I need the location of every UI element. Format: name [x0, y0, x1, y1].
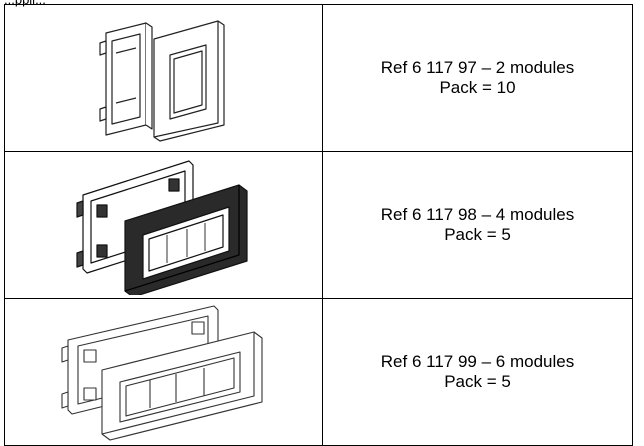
- product-info-cell: Ref 6 117 98 – 4 modules Pack = 5: [322, 151, 633, 299]
- table-row: Ref 6 117 99 – 6 modules Pack = 5: [4, 298, 633, 446]
- product-ref: Ref 6 117 97 – 2 modules: [380, 58, 575, 77]
- product-pack: Pack = 10: [439, 78, 516, 97]
- product-table: Ref 6 117 97 – 2 modules Pack = 10: [4, 4, 633, 446]
- page-caption: ...ppli...: [4, 0, 46, 8]
- product-image-cell: [4, 4, 323, 152]
- product-pack: Pack = 5: [444, 372, 511, 391]
- 2-module-frame-icon: [98, 20, 225, 142]
- product-image-cell: [4, 151, 323, 299]
- product-pack: Pack = 5: [444, 225, 511, 244]
- product-ref: Ref 6 117 99 – 6 modules: [380, 352, 575, 371]
- table-row: Ref 6 117 97 – 2 modules Pack = 10: [4, 4, 633, 152]
- 4-module-frame-icon: [75, 160, 248, 295]
- 6-module-frame-icon: [60, 305, 263, 441]
- product-info-cell: Ref 6 117 99 – 6 modules Pack = 5: [322, 298, 633, 446]
- product-ref: Ref 6 117 98 – 4 modules: [380, 205, 575, 224]
- product-image-cell: [4, 298, 323, 446]
- table-row: Ref 6 117 98 – 4 modules Pack = 5: [4, 151, 633, 299]
- product-info-cell: Ref 6 117 97 – 2 modules Pack = 10: [322, 4, 633, 152]
